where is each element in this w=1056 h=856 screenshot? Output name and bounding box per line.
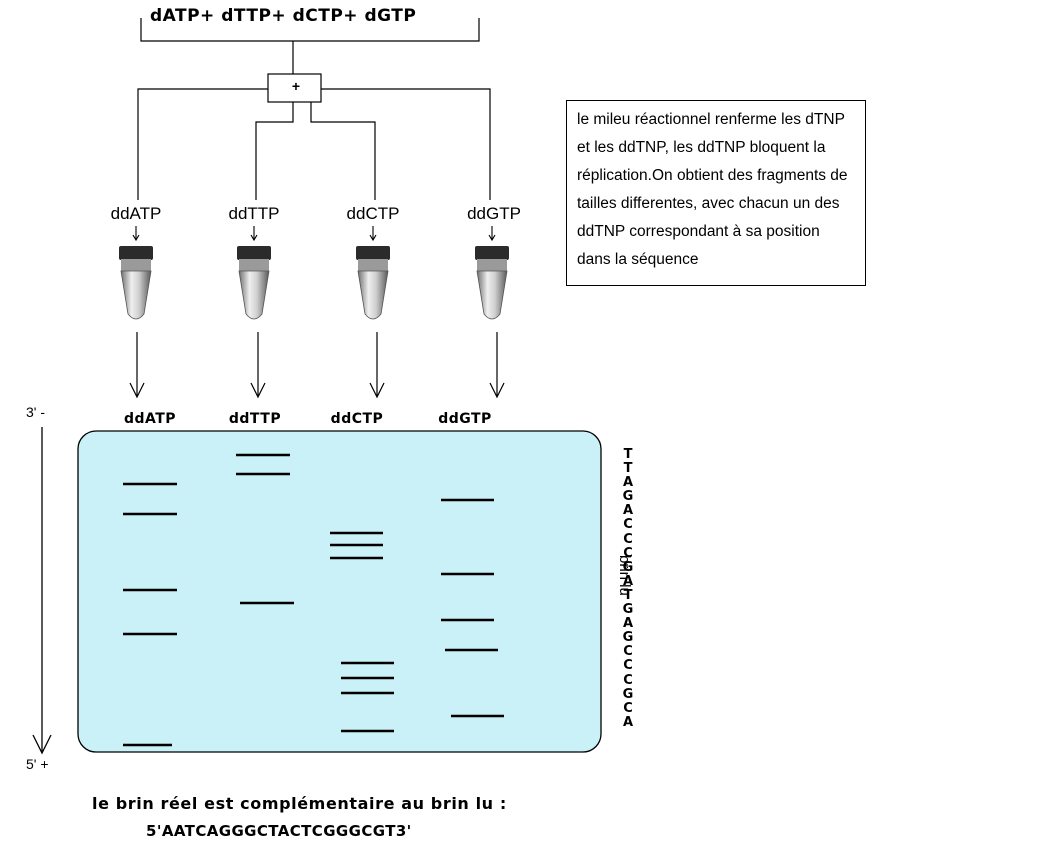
- real-strand-sequence: 5'AATCAGGGCTACTCGGGCGT3': [146, 822, 412, 840]
- tube-ddCTP: [356, 246, 390, 319]
- explanation-line: tailles differentes, avec chacun un des: [577, 190, 855, 218]
- nucleotide-mix-label: dATP+ dTTP+ dCTP+ dGTP: [150, 6, 416, 26]
- explanation-line: dans la séquence: [577, 246, 855, 274]
- gel-column-label-ddTTP: ddTTP: [210, 411, 300, 427]
- mix-bracket: [141, 18, 479, 75]
- sequence-base: G: [617, 603, 639, 617]
- mix-plus-symbol: +: [288, 78, 304, 94]
- tube-ddTTP: [237, 246, 271, 319]
- tube-ddGTP: [475, 246, 509, 319]
- gel-end-top-label: 3' -: [26, 404, 45, 420]
- sequence-base: C: [617, 659, 639, 673]
- reagent-label-ddCTP: ddCTP: [328, 204, 418, 224]
- sequence-base: T: [617, 462, 639, 476]
- migration-arrow: [33, 427, 51, 753]
- tube-ddATP: [119, 246, 153, 319]
- gel-column-label-ddCTP: ddCTP: [312, 411, 402, 427]
- sequence-base: C: [617, 518, 639, 532]
- sequence-base: G: [617, 631, 639, 645]
- reagent-label-ddTTP: ddTTP: [209, 204, 299, 224]
- sequence-base: A: [617, 476, 639, 490]
- gel-end-bottom-label: 5' +: [26, 756, 49, 772]
- read-strand-label: brin lu: [616, 555, 633, 596]
- sequence-base: C: [617, 645, 639, 659]
- sequence-base: A: [617, 504, 639, 518]
- sequence-base: A: [617, 716, 639, 730]
- reagent-arrows: [133, 226, 495, 240]
- reagent-label-ddATP: ddATP: [91, 204, 181, 224]
- sequence-base: C: [617, 533, 639, 547]
- gel: [78, 431, 601, 752]
- explanation-box: le mileu réactionnel renferme les dTNP e…: [566, 100, 866, 286]
- reagent-label-ddGTP: ddGTP: [449, 204, 539, 224]
- sequence-base: T: [617, 448, 639, 462]
- sequence-base: C: [617, 702, 639, 716]
- sequence-base: C: [617, 674, 639, 688]
- explanation-line: et les ddTNP, les ddTNP bloquent la: [577, 134, 855, 162]
- gel-column-label-ddATP: ddATP: [105, 411, 195, 427]
- explanation-line: réplication.On obtient des fragments de: [577, 162, 855, 190]
- gel-loading-arrows: [130, 332, 504, 397]
- gel-column-label-ddGTP: ddGTP: [420, 411, 510, 427]
- conclusion-text: le brin réel est complémentaire au brin …: [92, 794, 507, 813]
- distribution-lines: [138, 89, 490, 200]
- sequence-base: G: [617, 688, 639, 702]
- explanation-line: le mileu réactionnel renferme les dTNP: [577, 106, 855, 134]
- sequence-base: A: [617, 617, 639, 631]
- sequence-base: G: [617, 490, 639, 504]
- explanation-line: ddTNP correspondant à sa position: [577, 218, 855, 246]
